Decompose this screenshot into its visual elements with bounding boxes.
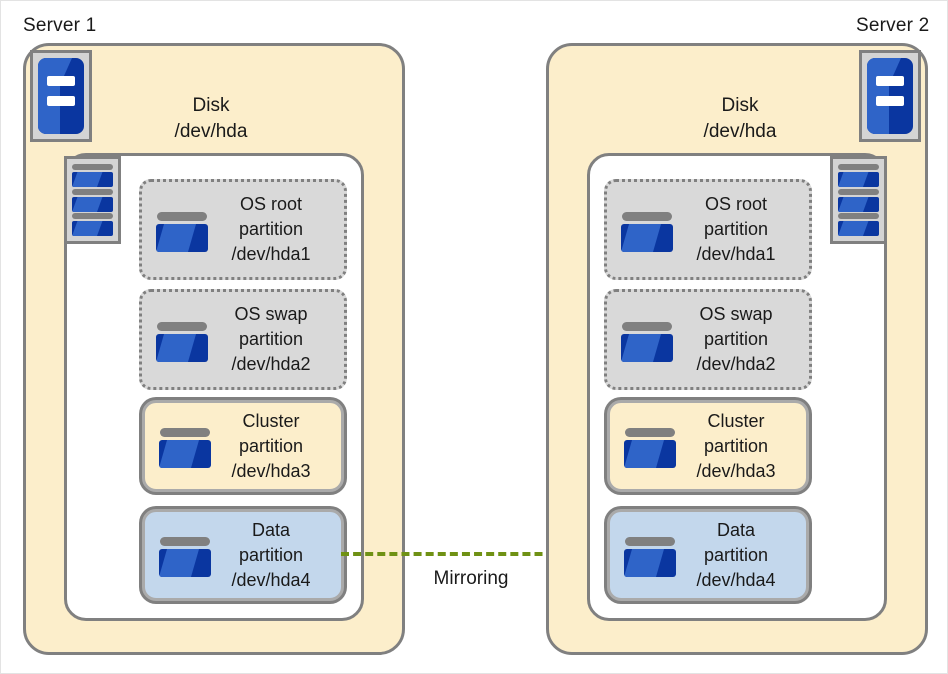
partition-text: OS swap partition /dev/hda2 <box>208 302 344 377</box>
server-2-server-tower-icon <box>859 50 921 142</box>
server-1-partition-os-swap[interactable]: OS swap partition /dev/hda2 <box>139 289 347 390</box>
partition-line-2: partition <box>238 544 304 565</box>
partition-line-3: /dev/hda1 <box>231 244 311 264</box>
partition-text: OS root partition /dev/hda1 <box>208 192 344 267</box>
server-2-label: Server 2 <box>856 15 930 36</box>
server-1-disk-stack-icon <box>64 156 121 244</box>
partition-line-2: partition <box>703 544 769 565</box>
server-1-partition-cluster[interactable]: Cluster partition /dev/hda3 <box>142 400 344 492</box>
partition-text: OS root partition /dev/hda1 <box>673 192 809 267</box>
server-2-partition-os-swap[interactable]: OS swap partition /dev/hda2 <box>604 289 812 390</box>
server-tower-icon-body <box>38 58 84 134</box>
partition-disk-icon <box>621 314 673 366</box>
server-2-disk-stack-icon <box>830 156 887 244</box>
disk-caption-line-2: /dev/hda <box>174 121 248 142</box>
partition-line-2: partition <box>238 219 304 239</box>
server-tower-icon-bar-1 <box>47 76 75 86</box>
partition-text: Cluster partition /dev/hda3 <box>211 409 341 484</box>
server-tower-icon-bar-2 <box>47 96 75 106</box>
partition-disk-icon <box>621 204 673 256</box>
partition-text: Data partition /dev/hda4 <box>676 518 806 593</box>
partition-line-3: /dev/hda3 <box>696 460 776 481</box>
partition-line-1: Data <box>251 519 291 540</box>
partition-line-3: /dev/hda1 <box>696 244 776 264</box>
server-tower-icon-body <box>867 58 913 134</box>
partition-text: OS swap partition /dev/hda2 <box>673 302 809 377</box>
partition-line-3: /dev/hda4 <box>231 569 311 590</box>
partition-disk-icon <box>156 204 208 256</box>
server-1-partition-os-root[interactable]: OS root partition /dev/hda1 <box>139 179 347 280</box>
server-2-partition-data[interactable]: Data partition /dev/hda4 <box>607 509 809 601</box>
partition-line-1: Data <box>716 519 756 540</box>
disk-stack-unit-1 <box>72 164 113 187</box>
disk-stack-unit-1 <box>838 164 879 187</box>
partition-disk-icon <box>624 529 676 581</box>
server-1-partition-data[interactable]: Data partition /dev/hda4 <box>142 509 344 601</box>
partition-line-1: OS swap <box>699 304 773 324</box>
partition-line-3: /dev/hda3 <box>231 460 311 481</box>
partition-line-2: partition <box>703 329 769 349</box>
partition-disk-icon <box>156 314 208 366</box>
partition-line-3: /dev/hda2 <box>231 354 311 374</box>
disk-stack-unit-3 <box>72 213 113 236</box>
partition-disk-icon <box>159 420 211 472</box>
server-tower-icon-bar-1 <box>876 76 904 86</box>
partition-line-2: partition <box>238 435 304 456</box>
partition-line-3: /dev/hda2 <box>696 354 776 374</box>
server-1-server-tower-icon <box>30 50 92 142</box>
partition-line-1: OS root <box>704 194 768 214</box>
partition-line-3: /dev/hda4 <box>696 569 776 590</box>
server-2-disk-caption: Disk /dev/hda <box>650 93 830 145</box>
partition-line-2: partition <box>703 219 769 239</box>
partition-text: Cluster partition /dev/hda3 <box>676 409 806 484</box>
disk-stack-unit-3 <box>838 213 879 236</box>
disk-caption-line-1: Disk <box>721 95 759 116</box>
partition-disk-icon <box>159 529 211 581</box>
server-1-disk-caption: Disk /dev/hda <box>121 93 301 145</box>
partition-line-2: partition <box>238 329 304 349</box>
server-2-partition-cluster[interactable]: Cluster partition /dev/hda3 <box>607 400 809 492</box>
partition-text: Data partition /dev/hda4 <box>211 518 341 593</box>
mirroring-label: Mirroring <box>433 568 509 589</box>
disk-stack-unit-2 <box>72 188 113 212</box>
partition-line-1: OS swap <box>234 304 308 324</box>
disk-stack-unit-2 <box>838 188 879 212</box>
disk-caption-line-2: /dev/hda <box>703 121 777 142</box>
server-1-label: Server 1 <box>23 15 97 36</box>
partition-line-1: Cluster <box>242 410 300 431</box>
server-tower-icon-bar-2 <box>876 96 904 106</box>
partition-line-1: OS root <box>239 194 303 214</box>
disk-caption-line-1: Disk <box>192 95 230 116</box>
partition-line-1: Cluster <box>707 410 765 431</box>
partition-disk-icon <box>624 420 676 472</box>
partition-line-2: partition <box>703 435 769 456</box>
server-2-partition-os-root[interactable]: OS root partition /dev/hda1 <box>604 179 812 280</box>
mirroring-arrow-line <box>341 552 603 556</box>
